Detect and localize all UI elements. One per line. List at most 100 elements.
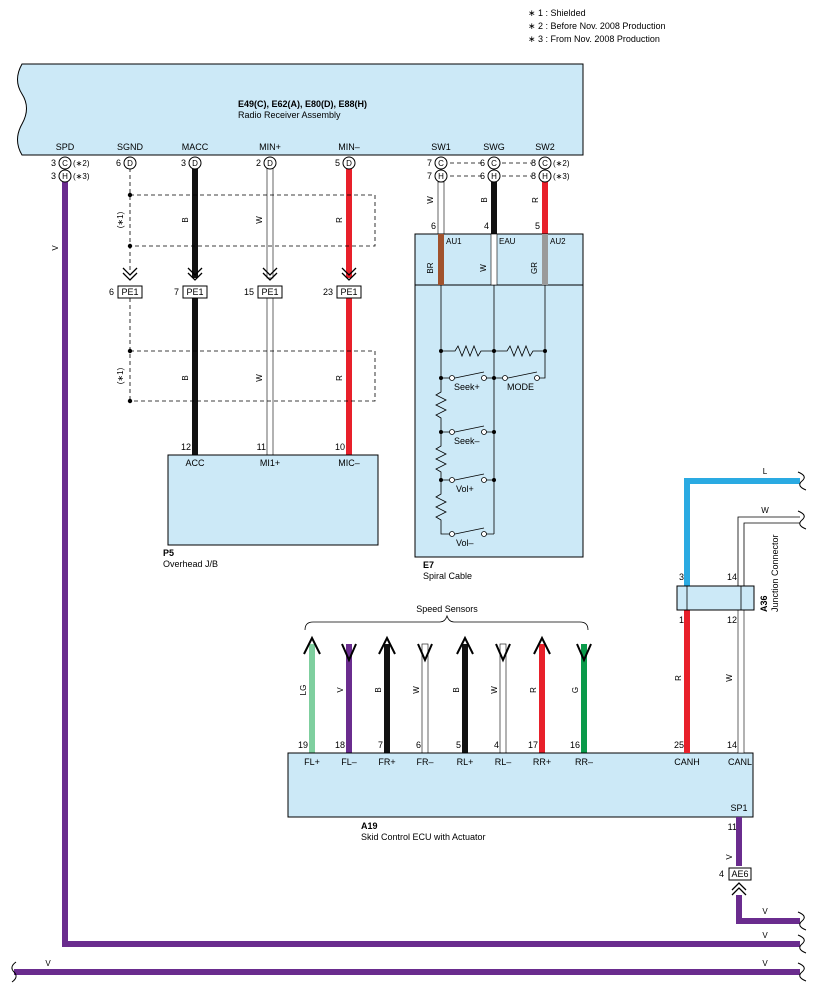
radio-pin-sw1-h: 7 [427, 171, 432, 181]
sensor-wire-label-2: B [374, 687, 383, 692]
p5-code: P5 [163, 548, 174, 558]
radio-conn-sw1-c-letter: C [438, 159, 444, 168]
e7-code: E7 [423, 560, 434, 570]
radio-pin-sw2-c: 8 [531, 158, 536, 168]
radio-conn-swg-h-letter: H [491, 172, 497, 181]
radio-conn-sw1-h [434, 169, 448, 183]
wire-can-w-top [737, 516, 800, 586]
pe1-label-3: PE1 [261, 287, 278, 297]
wire-label-min-minus-lower: R [335, 375, 344, 381]
e7-switch-vol-plus: Vol+ [456, 484, 474, 494]
sensor-pin-6: 17 [528, 740, 538, 750]
a19-term-canh: CANH [674, 757, 700, 767]
radio-conn-min-plus-letter: D [267, 159, 273, 168]
wire-label-macc-lower: B [181, 375, 190, 380]
wire-spd [62, 182, 800, 947]
radio-term-sgnd: SGND [117, 142, 144, 152]
radio-term-sw2: SW2 [535, 142, 555, 152]
p5-pin-mi1: 11 [257, 442, 266, 452]
radio-pin-swg-h: 6 [480, 171, 485, 181]
sensor-pin-0: 19 [298, 740, 308, 750]
sensor-term-6: RR+ [533, 757, 551, 767]
e7-term-au2: AU2 [550, 237, 566, 246]
a36-name: Junction Connector [770, 534, 780, 612]
sensor-wire-label-1: V [336, 687, 345, 693]
sensor-arrow-3 [417, 643, 433, 663]
e7-node-7 [492, 430, 496, 434]
radio-conn-sw2-h-letter: H [542, 172, 548, 181]
sensor-wire-label-7: G [571, 687, 580, 693]
a19-term-canl: CANL [728, 757, 752, 767]
pe1-label-2: PE1 [186, 287, 203, 297]
e7-name: Spiral Cable [423, 571, 472, 581]
sensor-arrow-0 [303, 635, 321, 655]
v-label-bottom-left: V [45, 959, 51, 968]
radio-conn-sgnd [123, 156, 137, 170]
e7-node-2 [492, 349, 496, 353]
shield-box-lower [130, 350, 376, 402]
e7-wire-label-au2: GR [530, 262, 539, 274]
sensor-arrow-5 [495, 643, 511, 663]
radio-receiver-code: E49(C), E62(A), E80(D), E88(H) [238, 99, 367, 109]
wire-label-can-w: W [761, 506, 769, 515]
break-can-w [797, 510, 807, 530]
sensor-term-4: RL+ [457, 757, 474, 767]
radio-term-min-minus: MIN– [338, 142, 360, 152]
e7-switch-vol-minus: Vol– [456, 538, 474, 548]
radio-pin-sw2-h: 8 [531, 171, 536, 181]
pe1-pin-3: 15 [244, 287, 254, 297]
radio-note-spd-h: (∗3) [73, 172, 90, 181]
note-shielded: ∗ 1 : Shielded [528, 8, 586, 18]
v-label-bottom-right: V [762, 959, 768, 968]
pe1-box-4 [336, 285, 362, 299]
a19-term-sp1: SP1 [730, 803, 747, 813]
pe1-box-2 [182, 285, 208, 299]
sensor-arrow-2 [378, 635, 396, 655]
sensor-term-0: FL+ [304, 757, 320, 767]
radio-conn-sw1-h-letter: H [438, 172, 444, 181]
shield-dot-3 [127, 348, 133, 354]
radio-conn-spd-h-letter: H [62, 172, 68, 181]
e7-term-au1: AU1 [446, 237, 462, 246]
a19-name: Skid Control ECU with Actuator [361, 832, 486, 842]
shield-label-lower: (∗1) [116, 367, 125, 384]
shield-dot-2 [127, 243, 133, 249]
note-from-nov-2008: ∗ 3 : From Nov. 2008 Production [528, 34, 660, 44]
a19-pin-canl: 14 [727, 740, 737, 750]
ae6-chevron [731, 882, 747, 896]
wire-label-min-plus: W [255, 216, 264, 224]
wire-min-plus [266, 167, 274, 279]
wire-label-can-r: R [674, 675, 683, 681]
wire-sw1 [437, 181, 445, 235]
a36-pin-14: 14 [727, 572, 737, 582]
radio-note-spd-c: (∗2) [73, 159, 90, 168]
ae6-pin: 4 [719, 869, 724, 879]
break-can-l [797, 471, 807, 491]
p5-pin-acc: 12 [181, 442, 191, 452]
radio-conn-spd-c-letter: C [62, 159, 68, 168]
radio-note-sw2-h: (∗3) [553, 172, 570, 181]
p5-term-mic: MIC– [338, 458, 360, 468]
radio-conn-swg-h [487, 169, 501, 183]
break-spd [797, 934, 807, 954]
wire-label-macc: B [181, 217, 190, 222]
radio-conn-swg-c-letter: C [491, 159, 497, 168]
radio-conn-sw2-c [538, 156, 552, 170]
radio-receiver-name: Radio Receiver Assembly [238, 110, 341, 120]
pe1-pin-4: 23 [323, 287, 333, 297]
p5-term-acc: ACC [185, 458, 205, 468]
radio-term-swg: SWG [483, 142, 505, 152]
e7-node-3 [543, 349, 547, 353]
sensor-arrow-6 [533, 635, 551, 655]
v-label-spd-bottom: V [762, 931, 768, 940]
pe1-label-1: PE1 [121, 287, 138, 297]
a19-pin-canh: 25 [674, 740, 684, 750]
shield-dot-1 [127, 192, 133, 198]
sensor-pin-4: 5 [456, 740, 461, 750]
e7-node-4 [439, 376, 443, 380]
radio-conn-macc-letter: D [192, 159, 198, 168]
radio-term-macc: MACC [182, 142, 209, 152]
a19-box [287, 752, 754, 818]
radio-pin-spd-c: 3 [51, 158, 56, 168]
